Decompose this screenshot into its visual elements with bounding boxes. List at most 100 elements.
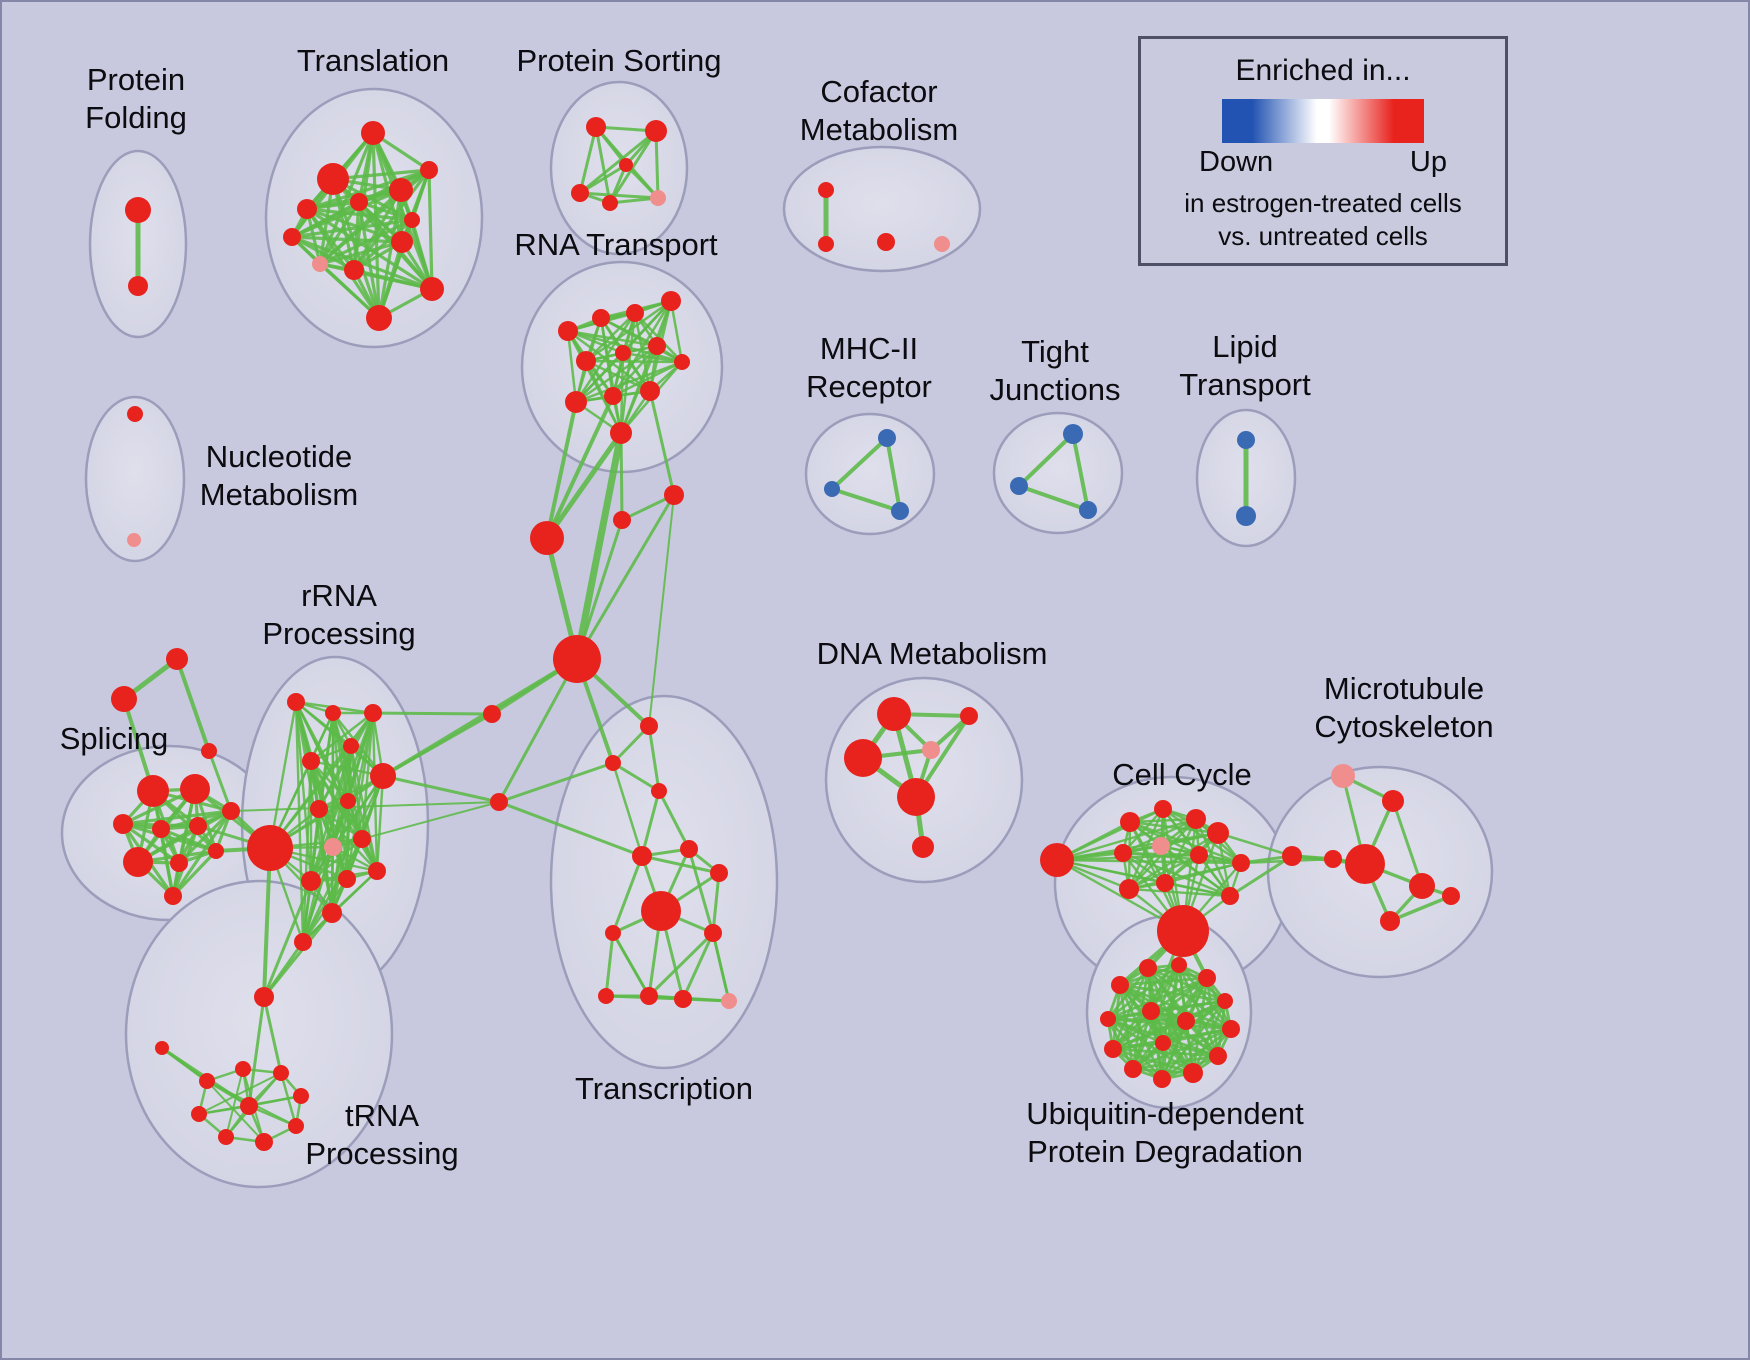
network-node bbox=[1183, 1063, 1203, 1083]
network-node bbox=[1152, 837, 1170, 855]
network-edge bbox=[574, 360, 684, 404]
network-edge bbox=[160, 1046, 209, 1083]
network-node bbox=[1177, 1012, 1195, 1030]
network-node bbox=[897, 778, 935, 816]
network-edge bbox=[206, 1080, 265, 1143]
network-edge bbox=[647, 931, 715, 998]
network-node bbox=[1079, 501, 1097, 519]
network-edge bbox=[647, 724, 661, 793]
network-node bbox=[1100, 1011, 1116, 1027]
network-edge bbox=[566, 329, 578, 404]
network-node bbox=[338, 870, 356, 888]
network-node bbox=[255, 1133, 273, 1151]
legend-caption-line1: in estrogen-treated cells bbox=[1184, 188, 1462, 218]
network-node bbox=[1236, 506, 1256, 526]
network-edge bbox=[611, 854, 644, 935]
network-edge bbox=[225, 1068, 244, 1138]
network-edge bbox=[1161, 976, 1209, 1045]
cluster-label-protein-sorting: Protein Sorting bbox=[516, 43, 721, 78]
network-edge bbox=[279, 1071, 298, 1128]
network-edge bbox=[309, 759, 350, 803]
network-edge bbox=[578, 129, 658, 195]
network-node bbox=[558, 321, 578, 341]
network-node bbox=[645, 120, 667, 142]
network-node bbox=[1324, 850, 1342, 868]
network-edge bbox=[301, 759, 313, 944]
network-edge bbox=[1106, 1017, 1165, 1045]
network-node bbox=[1154, 800, 1172, 818]
network-edge bbox=[640, 789, 661, 858]
network-edge bbox=[1111, 1047, 1220, 1058]
network-node bbox=[565, 391, 587, 413]
network-edge bbox=[575, 518, 624, 661]
network-node bbox=[615, 345, 631, 361]
network-edge bbox=[1121, 851, 1243, 865]
network-node bbox=[201, 743, 217, 759]
network-node bbox=[344, 260, 364, 280]
network-edge bbox=[136, 809, 233, 864]
cluster-label-translation: Translation bbox=[297, 43, 449, 78]
network-node bbox=[530, 521, 564, 555]
cluster-ellipse-cofactor-metabolism bbox=[782, 145, 982, 273]
network-node bbox=[191, 1106, 207, 1122]
cluster-label-dna-metabolism: DNA Metabolism bbox=[817, 636, 1048, 671]
network-node bbox=[420, 161, 438, 179]
network-edge bbox=[301, 845, 335, 944]
network-node bbox=[891, 502, 909, 520]
network-node bbox=[208, 843, 224, 859]
network-edge bbox=[301, 879, 313, 944]
network-node bbox=[113, 814, 133, 834]
network-node bbox=[818, 182, 834, 198]
network-edge bbox=[544, 430, 624, 541]
network-edge bbox=[1055, 807, 1165, 862]
network-node bbox=[127, 406, 143, 422]
network-edge bbox=[1216, 831, 1294, 858]
network-edge bbox=[352, 218, 414, 272]
network-node bbox=[353, 830, 371, 848]
network-edge bbox=[361, 801, 500, 840]
network-node bbox=[604, 387, 622, 405]
network-node bbox=[598, 988, 614, 1004]
network-node bbox=[632, 846, 652, 866]
network-node bbox=[235, 1061, 251, 1077]
network-node bbox=[844, 739, 882, 777]
network-edge bbox=[885, 436, 902, 513]
network-edge bbox=[1128, 820, 1220, 835]
network-edge bbox=[318, 218, 414, 266]
network-edge bbox=[1127, 853, 1201, 891]
network-node bbox=[613, 511, 631, 529]
network-node bbox=[640, 717, 658, 735]
network-edge bbox=[381, 774, 501, 804]
network-node bbox=[1114, 844, 1132, 862]
network-node bbox=[317, 163, 349, 195]
network-edge bbox=[309, 837, 364, 883]
network-edge bbox=[318, 262, 381, 320]
network-node bbox=[1282, 846, 1302, 866]
legend-up-label: Up bbox=[1409, 146, 1447, 178]
network-node bbox=[166, 648, 188, 670]
network-node bbox=[1222, 1020, 1240, 1038]
cluster-ellipse-transcription bbox=[549, 694, 779, 1070]
network-node bbox=[571, 184, 589, 202]
network-node bbox=[912, 836, 934, 858]
network-node bbox=[1232, 854, 1250, 872]
network-node bbox=[877, 233, 895, 251]
legend-box: Enriched in... Down Up in estrogen-treat… bbox=[1138, 36, 1508, 266]
network-node bbox=[1111, 976, 1129, 994]
network-node bbox=[674, 354, 690, 370]
network-edge bbox=[648, 389, 676, 497]
network-node bbox=[605, 755, 621, 771]
network-edge bbox=[578, 191, 660, 200]
network-edge bbox=[1111, 1019, 1188, 1051]
network-node bbox=[1142, 1002, 1160, 1020]
network-node bbox=[199, 1073, 215, 1089]
network-node bbox=[576, 351, 596, 371]
network-edge bbox=[619, 431, 624, 522]
network-edge bbox=[331, 168, 431, 181]
network-edge bbox=[309, 711, 375, 763]
